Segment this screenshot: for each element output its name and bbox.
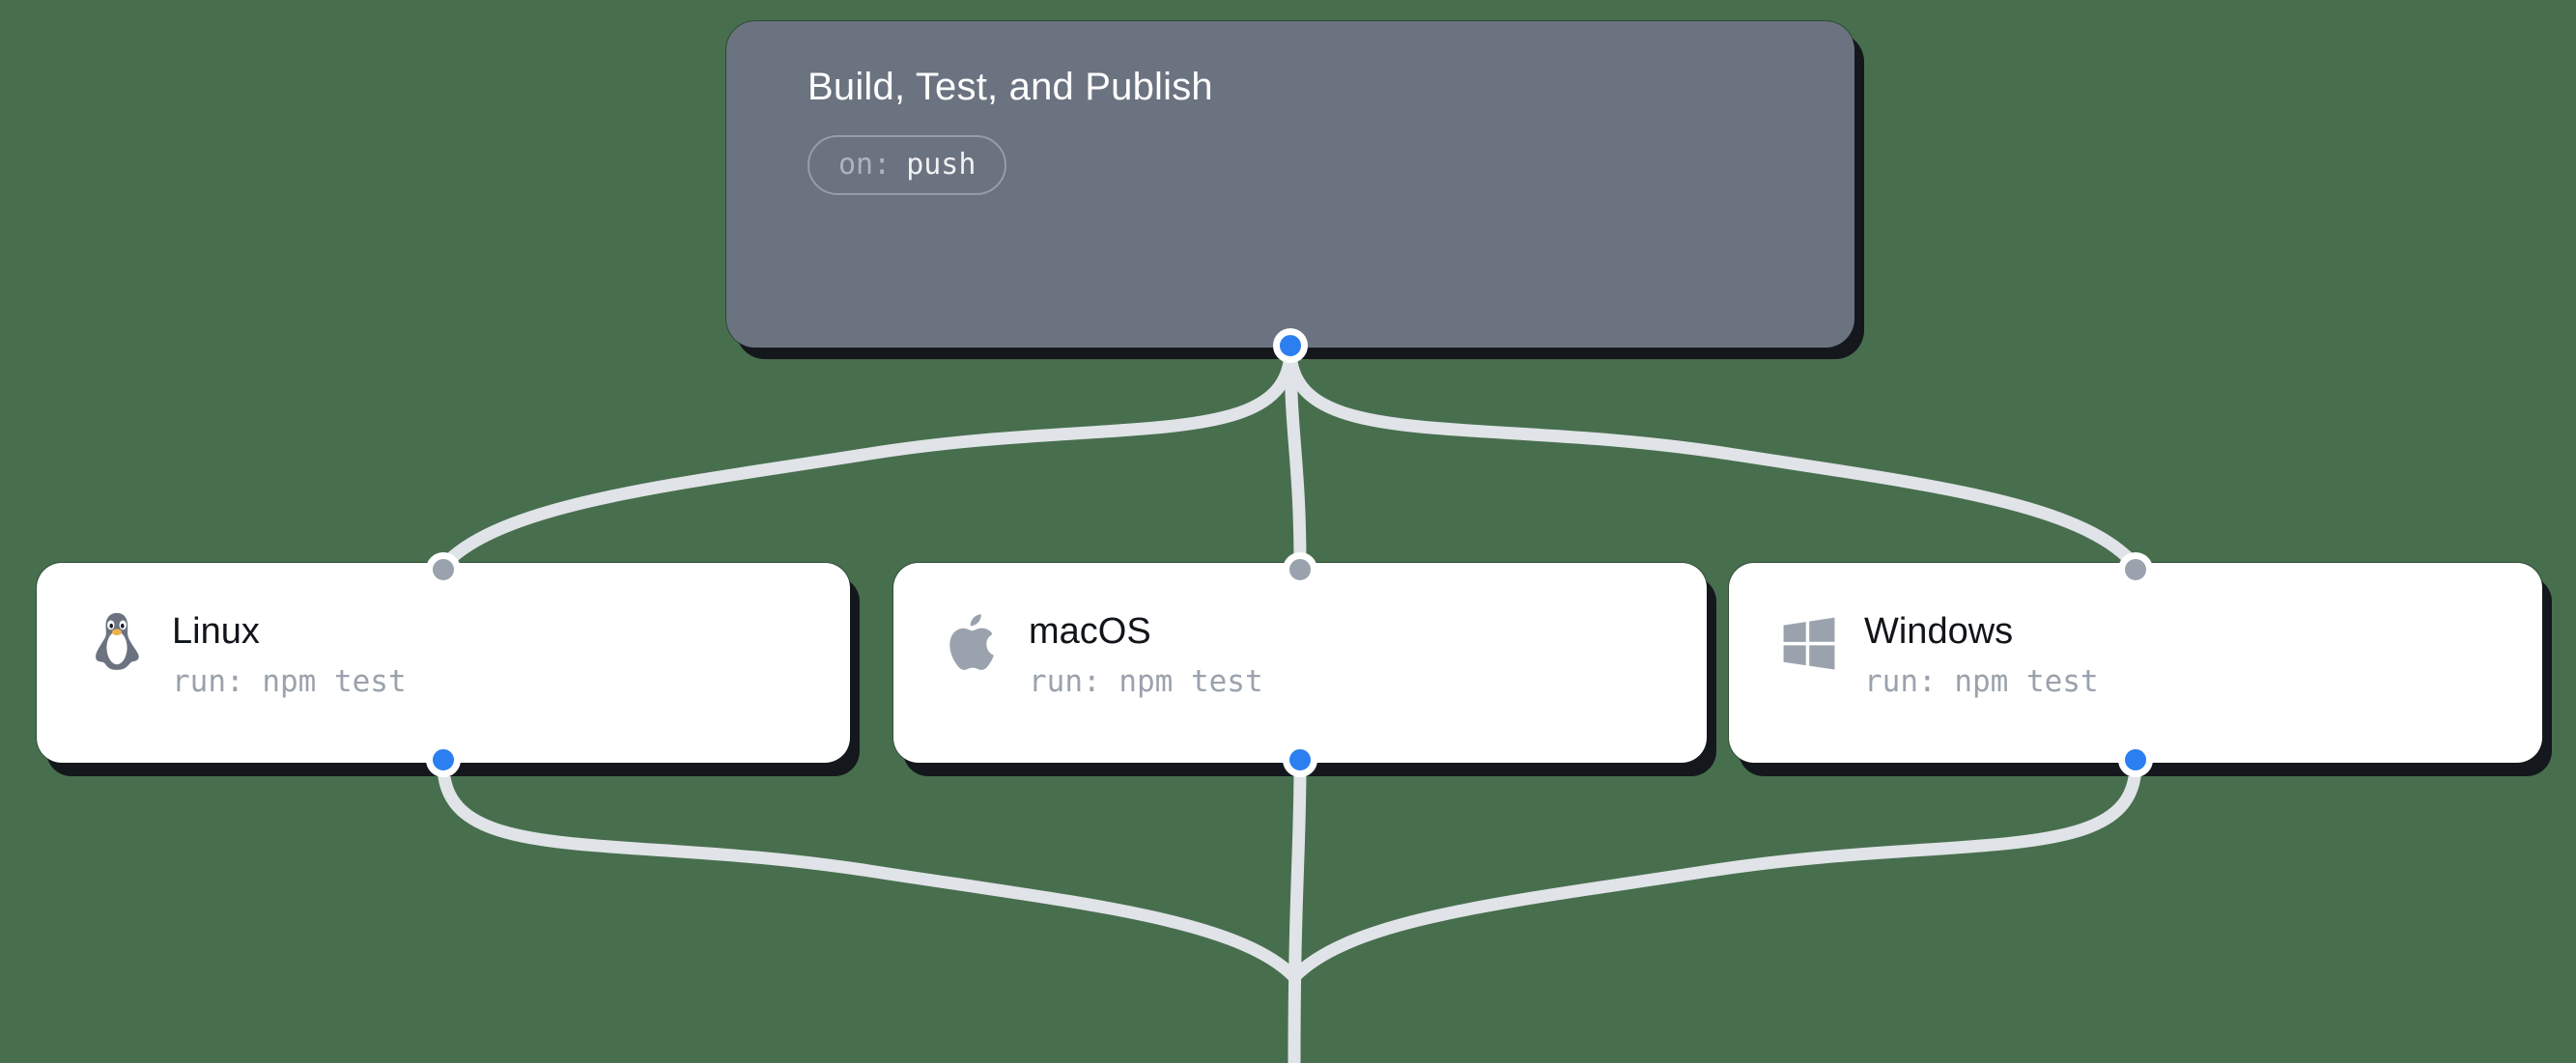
windows-logo-icon [1783, 617, 1835, 670]
windows-source-handle[interactable] [2118, 742, 2153, 777]
windows-target-handle[interactable] [2118, 552, 2153, 587]
linux-source-handle[interactable] [426, 742, 461, 777]
job-node-linux[interactable]: Linux run: npm test [37, 563, 850, 763]
macos-source-handle[interactable] [1283, 742, 1317, 777]
job-node-command: run: npm test [1864, 663, 2099, 699]
trigger-event-pill: on: push [807, 135, 1007, 195]
edge-windows-to-publish [1288, 758, 2142, 984]
trigger-node[interactable]: Build, Test, and Publish on: push [726, 21, 1854, 348]
linux-target-handle[interactable] [426, 552, 461, 587]
job-node-windows[interactable]: Windows run: npm test [1729, 563, 2542, 763]
edge-trigger-to-windows [1284, 343, 2142, 573]
job-node-title: Windows [1864, 611, 2014, 652]
edge-trigger-to-linux [437, 343, 1297, 573]
job-node-macos[interactable]: macOS run: npm test [893, 563, 1707, 763]
trigger-source-handle[interactable] [1273, 328, 1308, 363]
edge-linux-to-publish [437, 758, 1301, 984]
job-node-command: run: npm test [172, 663, 407, 699]
job-node-command: run: npm test [1029, 663, 1263, 699]
macos-target-handle[interactable] [1283, 552, 1317, 587]
trigger-node-title: Build, Test, and Publish [807, 66, 1213, 108]
trigger-pill-key: on: [838, 148, 892, 182]
edge-trigger-to-macos [1284, 343, 1307, 573]
job-node-title: macOS [1029, 611, 1151, 652]
apple-logo-icon [949, 614, 994, 670]
linux-penguin-icon [96, 612, 139, 670]
edge-macos-to-publish [1288, 758, 1307, 1063]
trigger-pill-value: push [906, 148, 977, 182]
job-node-title: Linux [172, 611, 260, 652]
